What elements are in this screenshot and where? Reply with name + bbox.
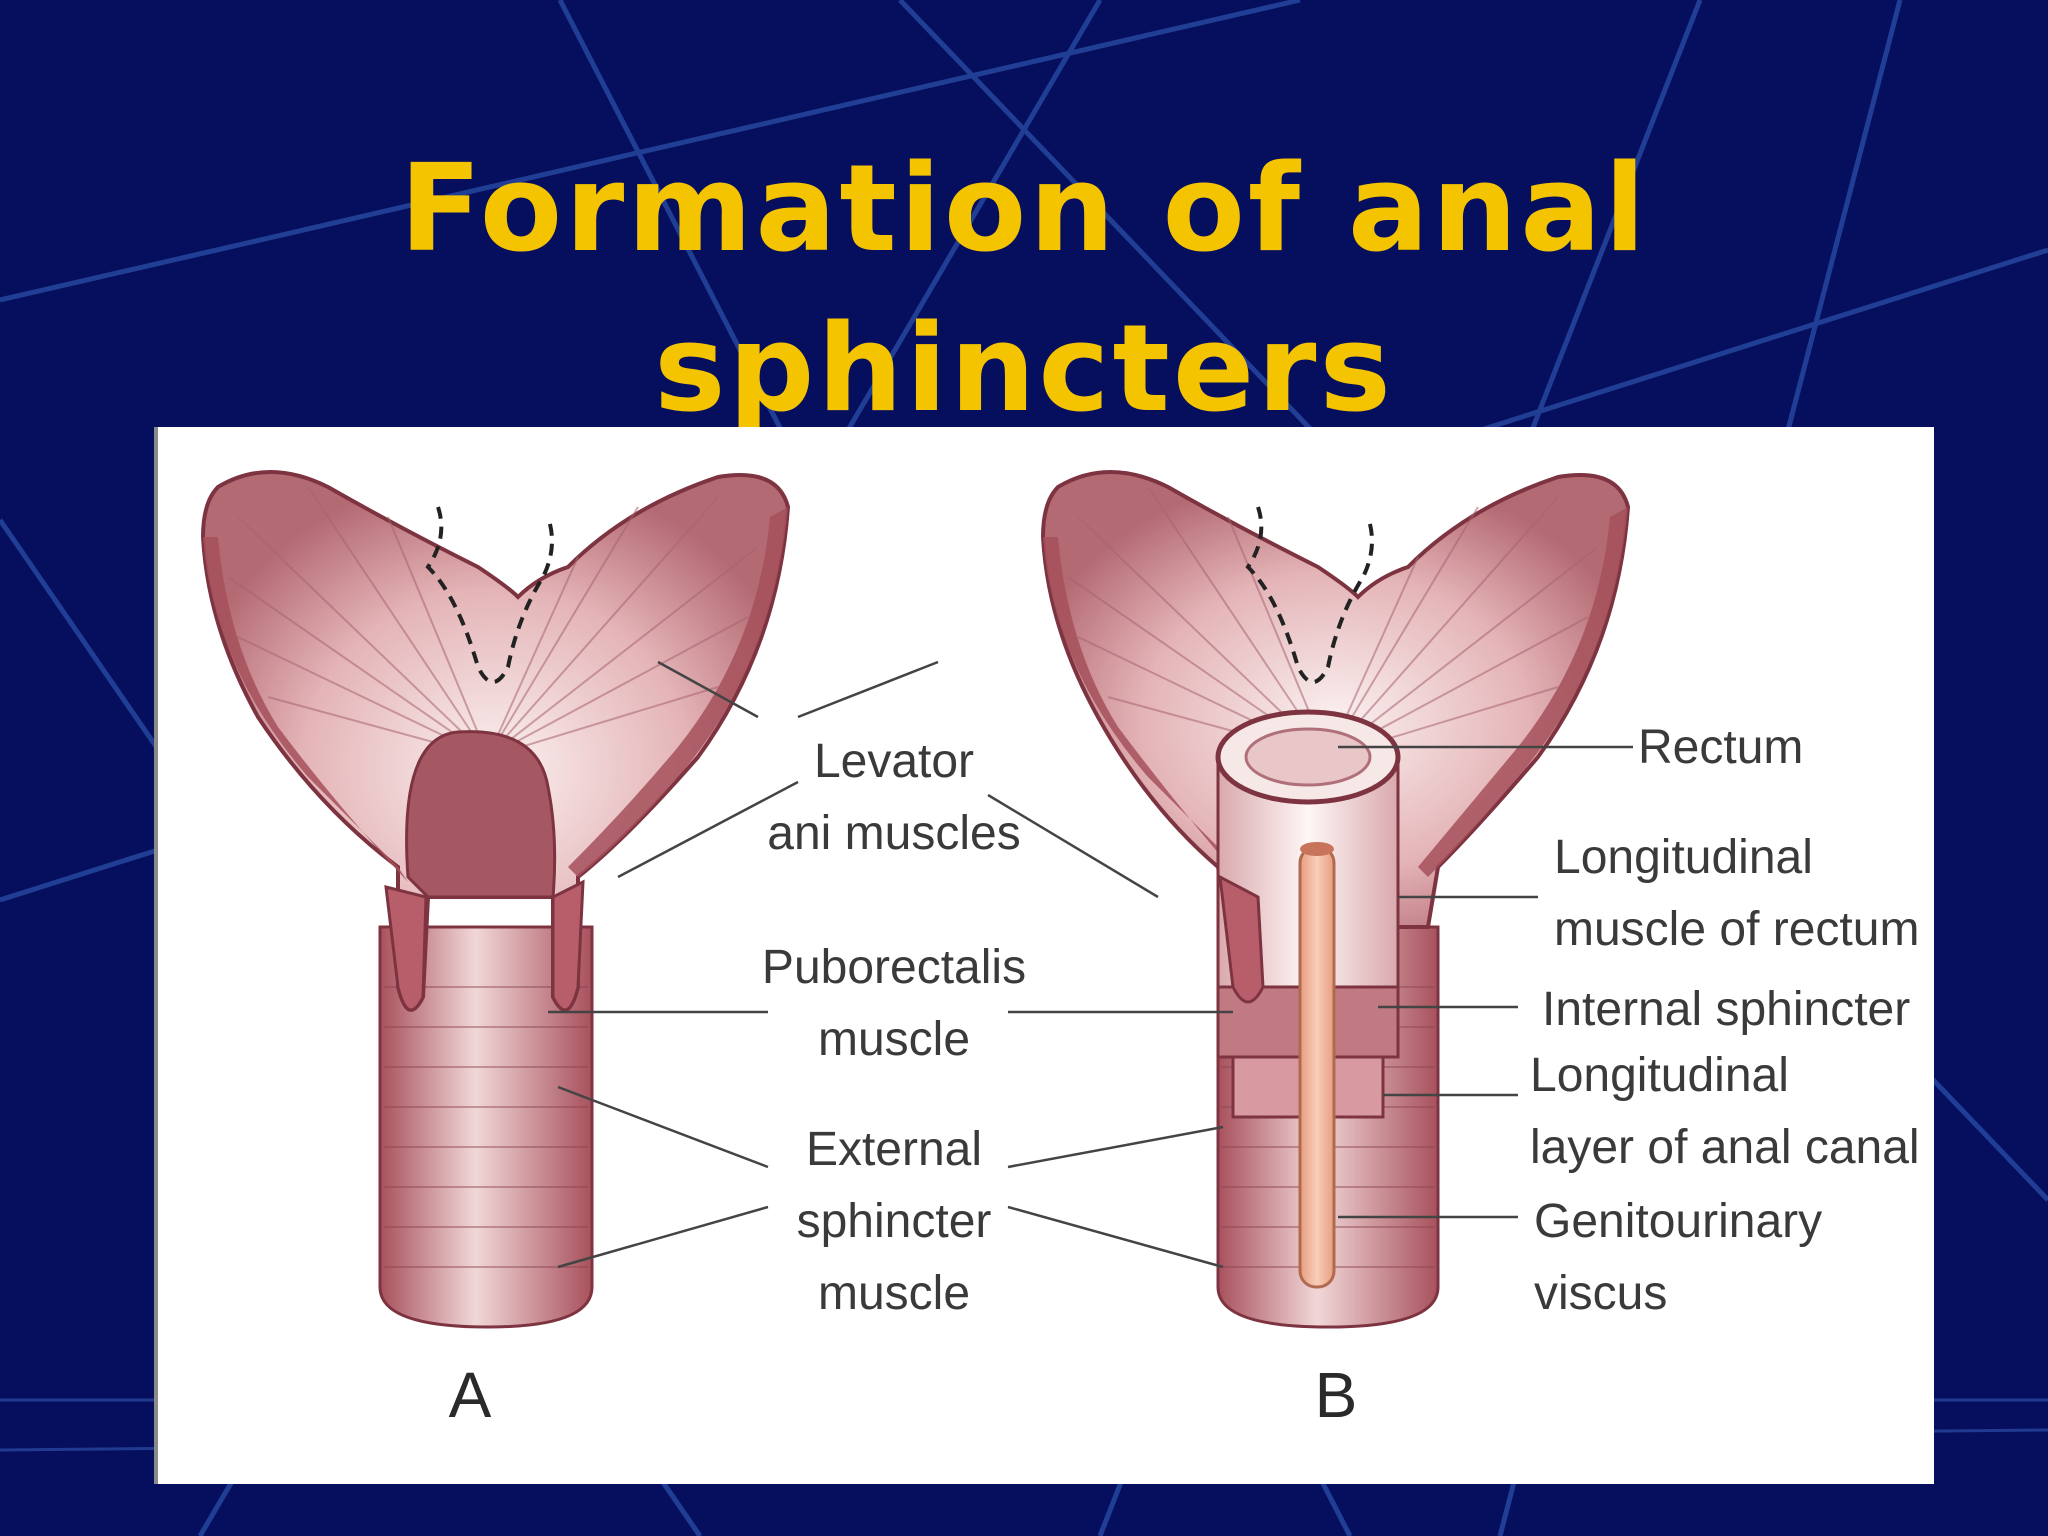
rectum-lumen-b [1244, 727, 1372, 787]
title-line-2: sphincters [654, 300, 1394, 439]
anal-sphincter-diagram: Levator ani muscles Puborectalis muscle … [200, 470, 1920, 1431]
levator-rim-b-right [1418, 507, 1628, 877]
figure-b [1040, 470, 1631, 1329]
figure-label-a: A [449, 1359, 492, 1431]
label-external-2: sphincter [797, 1195, 992, 1248]
label-long-rect-1: Longitudinal [1554, 831, 1813, 884]
external-sphincter-tube-a [378, 925, 594, 1329]
genitourinary-viscus [1298, 845, 1336, 1289]
label-internal: Internal sphincter [1542, 983, 1910, 1036]
slide-title: Formation of anal sphincters [0, 130, 2048, 450]
label-puborectalis-2: muscle [818, 1013, 970, 1066]
label-levator-1: Levator [814, 735, 974, 788]
figure-label-b: B [1315, 1359, 1358, 1431]
diagram-panel: Levator ani muscles Puborectalis muscle … [154, 427, 1934, 1484]
label-genito-1: Genitourinary [1534, 1195, 1822, 1248]
leader-lines [548, 660, 1633, 1269]
label-external-3: muscle [818, 1267, 970, 1320]
label-rectum: Rectum [1638, 721, 1803, 774]
label-puborectalis-1: Puborectalis [762, 941, 1026, 994]
label-long-rect-2: muscle of rectum [1554, 903, 1919, 956]
title-line-1: Formation of anal [399, 140, 1649, 279]
label-long-anal-2: layer of anal canal [1530, 1121, 1920, 1174]
figure-a [200, 470, 791, 1329]
puborectalis-loop-a-left [384, 885, 428, 1012]
puborectalis-loop-a-right [551, 879, 585, 1012]
rectum-lumen-a [405, 730, 557, 899]
puborectalis-b [1218, 874, 1265, 1004]
label-long-anal-1: Longitudinal [1530, 1049, 1789, 1102]
label-levator-2: ani muscles [767, 807, 1020, 860]
label-external-1: External [806, 1123, 982, 1176]
label-genito-2: viscus [1534, 1267, 1667, 1320]
diagram-labels: Levator ani muscles Puborectalis muscle … [449, 721, 1920, 1431]
viscus-opening [1300, 842, 1334, 856]
